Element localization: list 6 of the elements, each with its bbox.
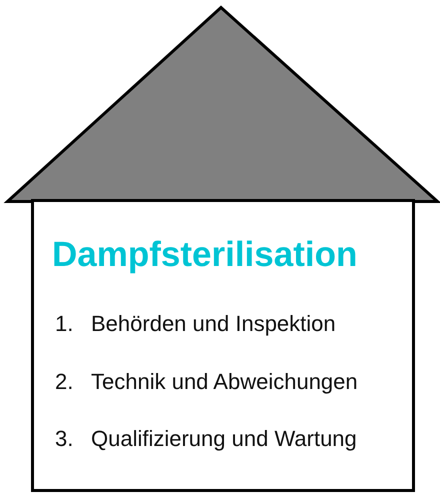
house-body bbox=[31, 199, 415, 492]
heading: Dampfsterilisation bbox=[52, 235, 358, 275]
list-item: 1. Behörden und Inspektion bbox=[55, 311, 336, 337]
list-item: 3. Qualifizierung und Wartung bbox=[55, 426, 357, 452]
roof-triangle bbox=[5, 5, 439, 203]
list-item: 2. Technik und Abweichungen bbox=[55, 369, 358, 395]
